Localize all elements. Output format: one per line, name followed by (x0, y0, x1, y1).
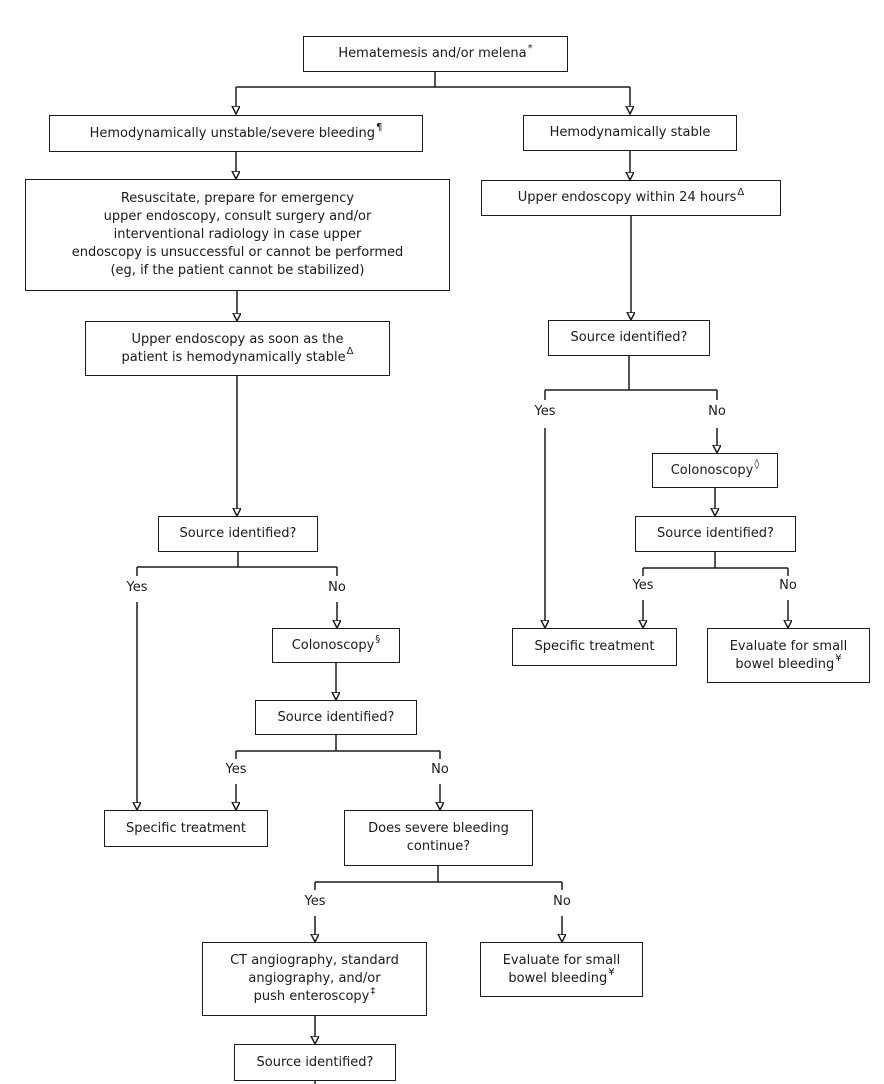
node-colonoscopy-right: Colonoscopy◊ (652, 453, 778, 488)
node-colonoscopy-left: Colonoscopy§ (272, 628, 400, 663)
label-no-right-2: No (779, 578, 797, 594)
node-source-identified-right-1: Source identified? (548, 320, 710, 356)
node-specific-treatment-right: Specific treatment (512, 628, 677, 666)
label-yes-left-1: Yes (126, 580, 148, 596)
label-no-left-2: No (431, 762, 449, 778)
node-source-identified-right-2: Source identified? (635, 516, 796, 552)
footnote-marker: ‡ (370, 985, 376, 997)
label-no-right-1: No (708, 404, 726, 420)
connector-segments (136, 72, 789, 1084)
footnote-marker: ¥ (835, 653, 842, 665)
footnote-marker: * (527, 42, 533, 54)
node-source-identified-left-2: Source identified? (255, 700, 417, 735)
label-no-bottom: No (553, 894, 571, 910)
label-yes-left-2: Yes (225, 762, 247, 778)
node-hemodynamically-stable: Hemodynamically stable (523, 115, 737, 151)
node-severe-bleeding-continue: Does severe bleeding continue? (344, 810, 533, 866)
node-hematemesis-melena: Hematemesis and/or melena* (303, 36, 568, 72)
node-evaluate-small-bowel-bottom: Evaluate for small bowel bleeding¥ (480, 942, 643, 997)
node-source-identified-left-1: Source identified? (158, 516, 318, 552)
footnote-marker: Δ (346, 346, 354, 358)
node-evaluate-small-bowel-right: Evaluate for small bowel bleeding¥ (707, 628, 870, 683)
footnote-marker: ¥ (608, 967, 615, 979)
node-specific-treatment-left: Specific treatment (104, 810, 268, 847)
footnote-marker: Δ (737, 186, 745, 198)
node-upper-endoscopy-24-hours: Upper endoscopy within 24 hoursΔ (481, 180, 781, 216)
node-source-identified-left-3: Source identified? (234, 1044, 396, 1081)
label-yes-right-2: Yes (632, 578, 654, 594)
footnote-marker: § (375, 634, 381, 646)
footnote-marker: ◊ (754, 459, 760, 471)
node-ct-angiography: CT angiography, standard angiography, an… (202, 942, 427, 1016)
footnote-marker: ¶ (376, 122, 383, 134)
label-yes-bottom: Yes (304, 894, 326, 910)
node-resuscitate: Resuscitate, prepare for emergency upper… (25, 179, 450, 291)
label-no-left-1: No (328, 580, 346, 596)
label-yes-right-1: Yes (534, 404, 556, 420)
node-upper-endoscopy-when-stable: Upper endoscopy as soon as the patient i… (85, 321, 390, 376)
node-hemodynamically-unstable: Hemodynamically unstable/severe bleeding… (49, 115, 423, 152)
